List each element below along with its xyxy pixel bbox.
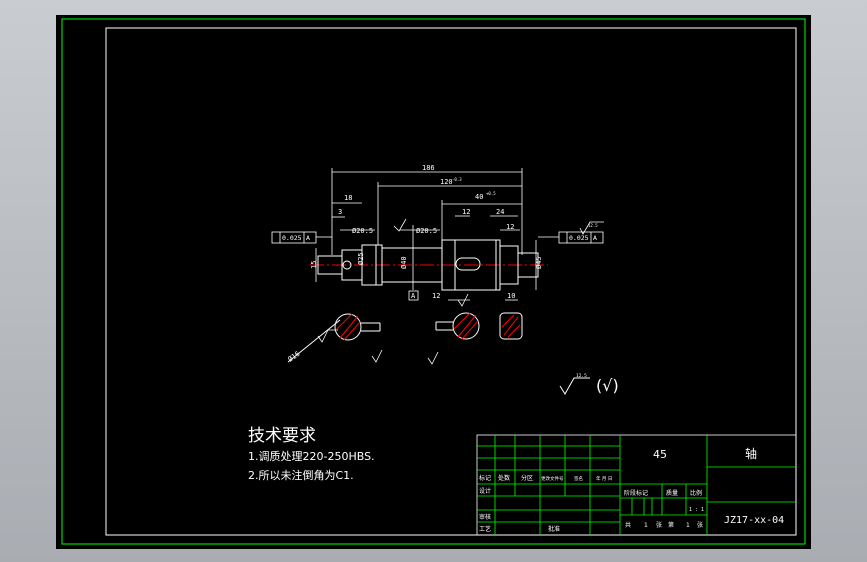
tol-left-value: 0.025 (282, 234, 302, 242)
dim-3: 3 (338, 208, 342, 216)
roughness-top-right: 12.5 (588, 223, 598, 228)
title-block-lines (476, 434, 797, 536)
dim-keyway-width: 10 (507, 292, 515, 300)
dim-18: 18 (344, 194, 352, 202)
tb-date: 年 月 日 (596, 475, 612, 482)
tb-sheet-word2: 张 (697, 521, 703, 529)
tech-req-title: 技术要求 (248, 426, 316, 446)
tb-scale: 比例 (690, 489, 702, 497)
dim-12-top: 12 (462, 208, 470, 216)
shaft-main-view (310, 239, 548, 291)
roughness-general-value: 12.5 (576, 373, 587, 379)
tolerance-frame-right (538, 231, 604, 244)
dim-15: 15 (310, 261, 318, 269)
dim-120: 120 (440, 178, 453, 186)
section-views (287, 312, 523, 363)
tb-drawing-no: JZ17-xx-04 (724, 515, 784, 526)
tolerance-frame-left (271, 231, 332, 244)
tb-marks: 标记 (479, 474, 491, 482)
dim-40: 40 (475, 193, 483, 201)
tb-sheets-total-num: 1 (644, 522, 648, 529)
dim-mid: Ø40 (400, 256, 408, 269)
tech-req-item-2: 2.所以未注倒角为C1. (248, 468, 354, 482)
title-block-labels: 标记 处数 分区 更改文件号 签名 年 月 日 设计 审核 工艺 批准 阶段标记… (479, 474, 704, 533)
tb-signature: 签名 (574, 475, 583, 482)
tb-count: 处数 (498, 474, 510, 482)
tb-part-name: 轴 (745, 446, 757, 461)
datum-box (408, 290, 419, 301)
roughness-marks (317, 218, 604, 365)
outer-frame (61, 18, 806, 545)
tol-right-datum: A (593, 234, 597, 242)
inner-frame (105, 27, 797, 536)
roughness-general (559, 377, 590, 395)
tb-stage-mark: 阶段标记 (624, 489, 648, 497)
tol-right-value: 0.025 (569, 234, 589, 242)
tb-design: 设计 (479, 487, 491, 495)
tb-sheet-word: 张 (656, 521, 662, 529)
tb-material: 45 (653, 448, 667, 461)
tb-change-doc: 更改文件号 (541, 475, 564, 482)
dim-overall: 186 (422, 164, 435, 172)
tb-scale-value: 1 : 1 (689, 507, 704, 513)
tb-weight: 质量 (666, 489, 678, 497)
dim-24: 24 (496, 208, 504, 216)
tb-review: 审核 (479, 513, 491, 521)
dim-right: Ø45 (535, 256, 543, 269)
dim-shoulder: Ø20.5 (416, 227, 437, 235)
dimension-lines (315, 168, 537, 301)
datum-label: A (411, 292, 416, 300)
tb-sheets-total: 共 (625, 521, 631, 529)
dim-25: Ø25 (357, 252, 365, 265)
tech-req-item-1: 1.调质处理220-250HBS. (248, 450, 375, 463)
tb-sheet-no-num: 1 (686, 522, 690, 529)
dim-120-tol: -0.3 (452, 177, 462, 182)
dim-12-right: 12 (506, 223, 514, 231)
roughness-note-symbol: (√) (596, 376, 619, 395)
tb-process: 工艺 (479, 525, 491, 533)
dim-keyway-depth: 12 (432, 292, 440, 300)
tb-sheet-no: 第 (668, 521, 674, 529)
dim-main-journal: Ø20.5 (352, 227, 373, 235)
dim-40-tol: +0.5 (486, 191, 496, 196)
tb-zone: 分区 (521, 474, 533, 482)
tol-left-datum: A (306, 234, 310, 242)
tb-approve: 批准 (548, 525, 560, 533)
